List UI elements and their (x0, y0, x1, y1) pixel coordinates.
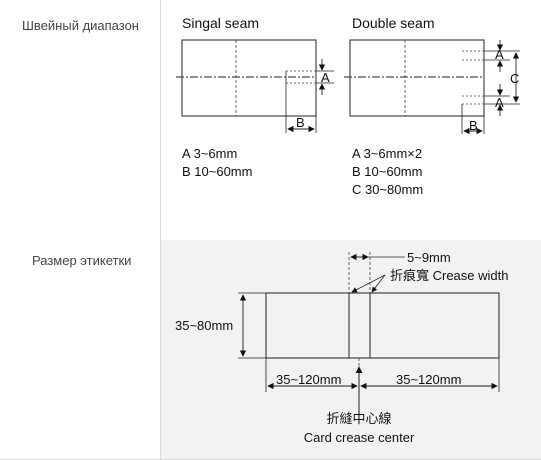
sewing-range-label: Швейный диапазон (22, 18, 139, 33)
height-label: 35~80mm (175, 318, 233, 333)
double-seam-dim-a-bottom: A (495, 95, 504, 110)
double-seam-spec-c: C 30~80mm (352, 182, 423, 197)
double-seam-dim-b: B (469, 118, 478, 133)
left-width-label: 35~120mm (276, 372, 341, 387)
single-seam-diagram: Singal seam B A A 3~6mm B 10~60mm (176, 15, 334, 179)
single-seam-spec-a: A 3~6mm (182, 146, 237, 161)
right-width-label: 35~120mm (396, 372, 461, 387)
seam-diagrams: Singal seam B A A 3~6mm B 10~60mm Double… (176, 15, 520, 197)
crease-width-label: 折痕寬 Crease width (390, 268, 508, 283)
double-seam-diagram: Double seam A A C B A 3~6mm×2 (344, 15, 520, 197)
label-size-label-cell: Размер этикетки (0, 240, 161, 460)
crease-center-cn: 折縫中心線 (326, 411, 391, 426)
double-seam-dim-c: C (510, 71, 519, 86)
crease-top-label: 5~9mm (407, 250, 451, 265)
double-seam-title: Double seam (352, 15, 435, 31)
single-seam-spec-b: B 10~60mm (182, 164, 252, 179)
crease-pointer-right (371, 274, 386, 293)
crease-pointer-left (351, 274, 386, 293)
double-seam-spec-a: A 3~6mm×2 (352, 146, 422, 161)
label-size-label: Размер этикетки (32, 253, 132, 268)
label-size-row: Размер этикетки 5~9mm 折痕寬 Crease width 3… (0, 240, 541, 460)
single-seam-dim-a: A (321, 70, 330, 85)
label-outline (265, 292, 500, 359)
label-size-content (161, 240, 541, 460)
single-seam-fabric (181, 39, 317, 117)
single-seam-title: Singal seam (182, 15, 259, 31)
single-seam-dim-b: B (296, 115, 305, 130)
sewing-range-row: Швейный диапазон Singal seam B A A 3~ (0, 0, 520, 240)
double-seam-fabric (349, 39, 485, 117)
double-seam-spec-b: B 10~60mm (352, 164, 422, 179)
label-size-diagram: 5~9mm 折痕寬 Crease width 35~80mm 35~120mm … (175, 250, 508, 445)
sewing-range-label-cell: Швейный диапазон (0, 0, 161, 240)
double-seam-dim-a-top: A (495, 47, 504, 62)
crease-center-en: Card crease center (304, 430, 415, 445)
